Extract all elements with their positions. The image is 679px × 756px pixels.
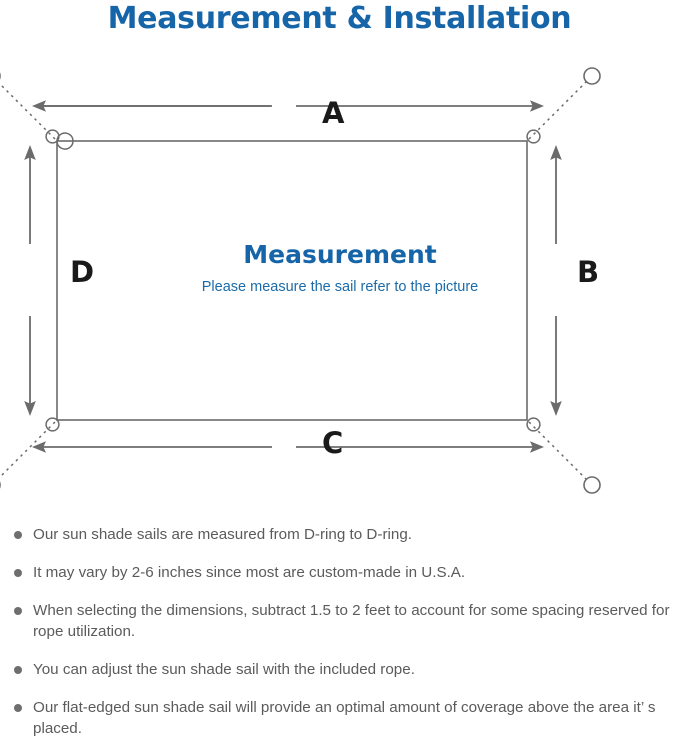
dimension-label-c: C — [322, 426, 344, 460]
list-item-text: It may vary by 2-6 inches since most are… — [33, 564, 466, 581]
diagram-center-subtitle: Please measure the sail refer to the pic… — [201, 279, 479, 295]
measurement-diagram: A B C D Measurement Please measure the s… — [0, 48, 679, 518]
list-item-text: Our flat-edged sun shade sail will provi… — [33, 699, 656, 737]
sail-rectangle — [56, 140, 528, 421]
list-item-text: You can adjust the sun shade sail with t… — [33, 661, 415, 678]
bullet-icon — [14, 531, 22, 539]
bullet-icon — [14, 666, 22, 674]
anchor-point-top-right — [583, 67, 601, 85]
rope-line-bottom-right — [528, 421, 593, 486]
dimension-arrow-a-group — [32, 100, 544, 112]
list-item: It may vary by 2-6 inches since most are… — [0, 562, 679, 583]
list-item: Our flat-edged sun shade sail will provi… — [0, 697, 679, 739]
list-item: You can adjust the sun shade sail with t… — [0, 659, 679, 680]
dimension-label-b: B — [577, 255, 600, 289]
bullet-icon — [14, 569, 22, 577]
d-ring-circle-bottom-right — [526, 417, 541, 432]
list-item-text: Our sun shade sails are measured from D-… — [33, 526, 412, 543]
bullet-icon — [14, 607, 22, 615]
dimension-arrow-c-group — [32, 441, 544, 453]
diagram-center-heading: Measurement — [243, 240, 437, 269]
list-item-text: When selecting the dimensions, subtract … — [33, 602, 670, 640]
rope-line-top-right — [528, 75, 593, 140]
list-item: Our sun shade sails are measured from D-… — [0, 524, 679, 545]
rope-line-bottom-left — [0, 421, 56, 479]
diagram-svg — [0, 67, 601, 494]
dimension-arrow-d-group — [24, 145, 36, 416]
d-ring-circle-bottom-left — [45, 417, 60, 432]
bullet-icon — [14, 704, 22, 712]
d-ring-circle-top-left — [45, 129, 60, 144]
list-item: When selecting the dimensions, subtract … — [0, 600, 679, 642]
dimension-label-a: A — [322, 96, 345, 130]
dimension-label-d: D — [70, 255, 95, 289]
dimension-arrow-b-group — [550, 145, 562, 416]
rope-line-top-left — [0, 82, 56, 140]
page-title: Measurement & Installation — [107, 1, 572, 36]
notes-list: Our sun shade sails are measured from D-… — [0, 524, 679, 756]
d-ring-top-left — [56, 132, 74, 150]
anchor-point-bottom-right — [583, 476, 601, 494]
d-ring-circle-top-right — [526, 129, 541, 144]
